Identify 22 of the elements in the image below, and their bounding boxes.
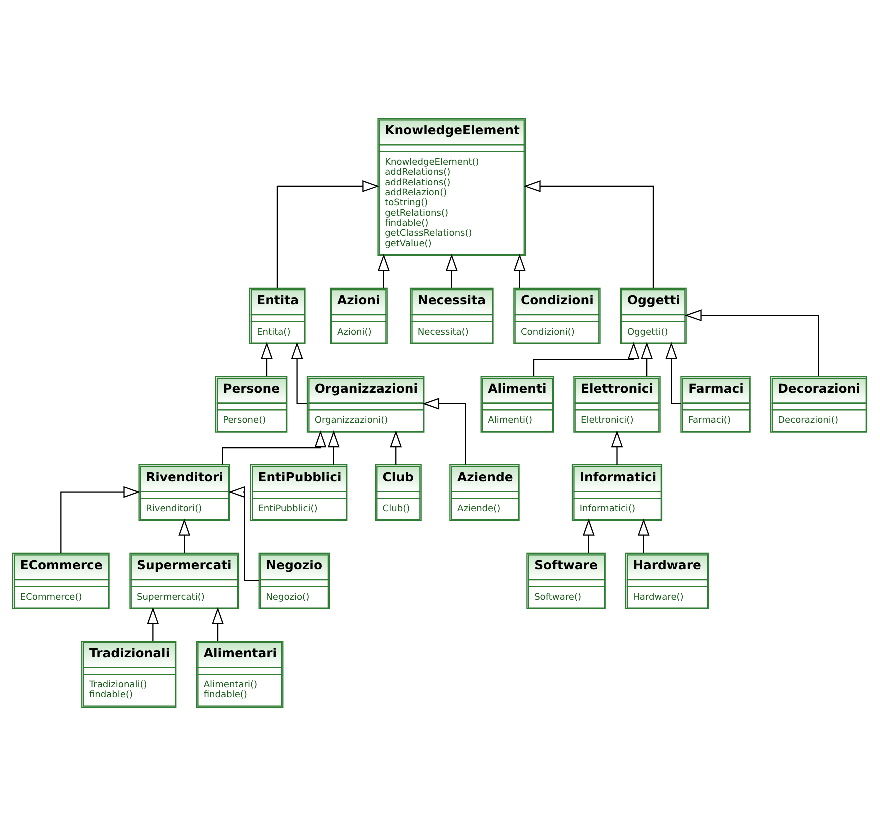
arrow <box>276 180 380 288</box>
arrow <box>222 430 327 465</box>
arrow <box>638 518 650 554</box>
arrow <box>533 342 640 376</box>
arrow <box>641 342 654 377</box>
arrow <box>390 430 402 465</box>
arrow <box>178 518 191 554</box>
arrow <box>147 607 160 642</box>
arrow <box>328 430 340 465</box>
arrow <box>378 254 390 288</box>
arrow <box>524 180 654 288</box>
arrow <box>514 254 526 288</box>
arrow <box>684 310 820 376</box>
arrow <box>60 486 141 554</box>
arrow <box>446 254 458 288</box>
arrow <box>212 607 224 642</box>
arrow <box>611 430 624 465</box>
arrow <box>422 398 466 465</box>
arrow <box>666 342 681 404</box>
arrow <box>261 342 273 377</box>
arrow <box>582 518 595 554</box>
arrow <box>291 342 308 404</box>
